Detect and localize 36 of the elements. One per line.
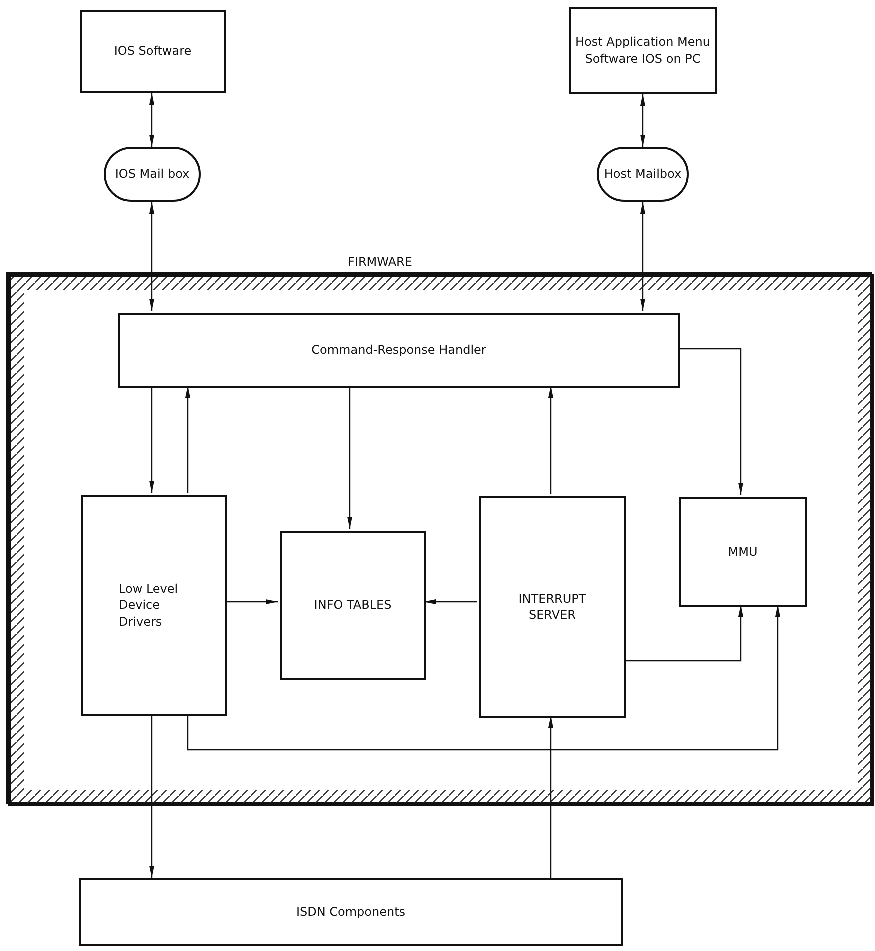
arrow bbox=[640, 94, 646, 147]
arrow bbox=[187, 605, 780, 751]
node-label: Host Mailbox bbox=[603, 166, 683, 183]
node-label: IOS Mail box bbox=[114, 166, 191, 183]
arrow bbox=[186, 386, 190, 493]
process-box bbox=[569, 7, 717, 94]
arrow bbox=[150, 202, 154, 311]
node-label: Low Level Device Drivers bbox=[119, 581, 180, 630]
node-label: Host Application Menu Software IOS on PC bbox=[574, 34, 712, 67]
node-label: ISDN Components bbox=[295, 904, 407, 920]
process-box bbox=[79, 878, 623, 946]
process-box bbox=[479, 496, 626, 718]
process-box bbox=[118, 313, 680, 388]
mailbox-terminal bbox=[597, 147, 689, 202]
mailbox-terminal bbox=[104, 147, 201, 202]
arrow bbox=[150, 714, 154, 878]
node-label: Command-Response Handler bbox=[310, 342, 488, 359]
arrow bbox=[548, 716, 554, 878]
arrow bbox=[640, 202, 646, 311]
arrow bbox=[150, 386, 154, 493]
process-box bbox=[679, 497, 807, 607]
node-label: MMU bbox=[727, 544, 759, 560]
arrow bbox=[424, 600, 477, 604]
process-box bbox=[81, 495, 227, 716]
arrow bbox=[678, 348, 744, 495]
process-box bbox=[80, 10, 226, 93]
arrow bbox=[225, 600, 278, 604]
node-label: INFO TABLES bbox=[313, 597, 393, 614]
arrow bbox=[624, 605, 744, 662]
node-label: IOS Software bbox=[113, 43, 193, 60]
arrow bbox=[548, 386, 554, 494]
node-label: INTERRUPT SERVER bbox=[518, 590, 588, 624]
arrow bbox=[150, 93, 154, 147]
arrow bbox=[348, 386, 352, 529]
group-title: FIRMWARE bbox=[348, 254, 412, 270]
process-box bbox=[280, 531, 426, 680]
